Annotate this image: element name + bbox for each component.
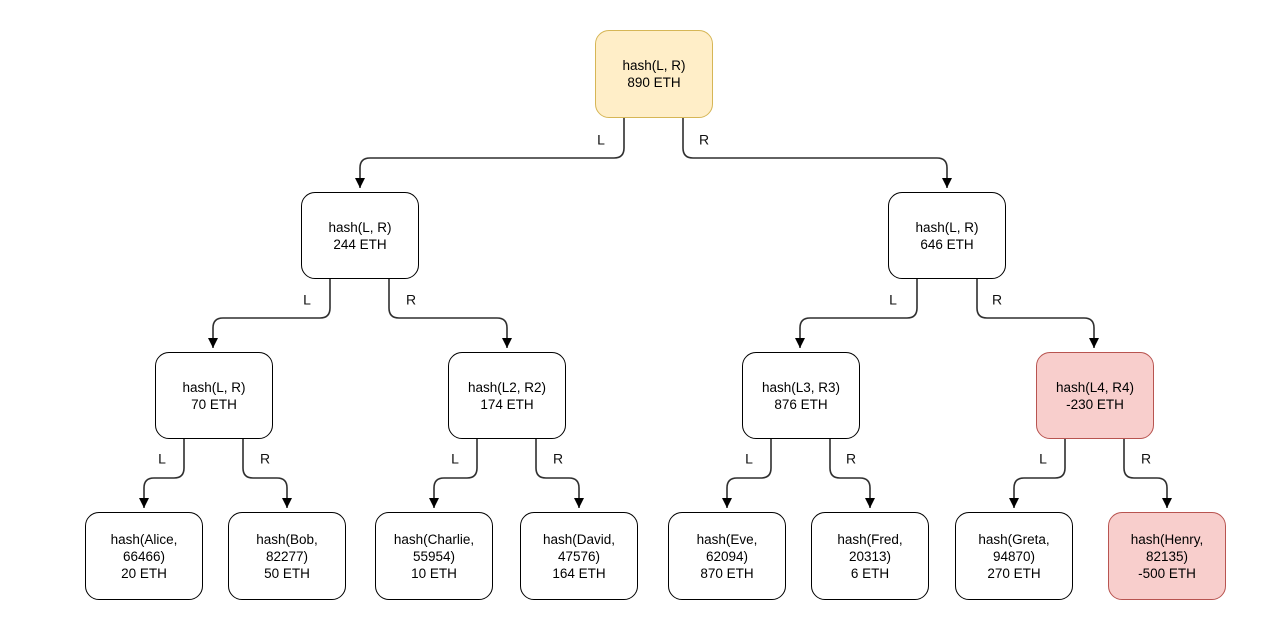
- edge-label: L: [743, 450, 755, 467]
- edge-label: L: [449, 450, 461, 467]
- edge-root-left: [355, 118, 625, 188]
- node-eth-value: 876 ETH: [774, 396, 828, 412]
- edge-label: R: [1138, 450, 1154, 467]
- edge-label: L: [887, 291, 899, 308]
- tree-node-branch-lr: hash(L2, R2) 174 ETH: [448, 352, 566, 439]
- edge-ll-right: [242, 439, 292, 508]
- node-eth-value: 270 ETH: [987, 565, 1041, 581]
- tree-node-branch-rl: hash(L3, R3) 876 ETH: [742, 352, 860, 439]
- node-hash-label: hash(L3, R3): [761, 379, 841, 395]
- tree-node-root: hash(L, R) 890 ETH: [595, 30, 713, 118]
- node-eth-value: -230 ETH: [1066, 396, 1124, 412]
- node-hash-label: hash(David, 47576): [542, 531, 616, 564]
- tree-node-branch-l: hash(L, R) 244 ETH: [301, 192, 419, 279]
- node-hash-label: hash(Henry, 82135): [1130, 531, 1204, 564]
- node-eth-value: 174 ETH: [480, 396, 534, 412]
- node-eth-value: 244 ETH: [333, 236, 387, 252]
- edge-label: L: [595, 131, 607, 148]
- node-eth-value: 6 ETH: [850, 565, 890, 581]
- node-hash-label: hash(L, R): [328, 219, 392, 235]
- edge-rl-right: [829, 439, 875, 508]
- node-eth-value: 164 ETH: [552, 565, 606, 581]
- edge-label: R: [257, 450, 273, 467]
- tree-node-leaf-bob: hash(Bob, 82277) 50 ETH: [228, 512, 346, 600]
- node-eth-value: 20 ETH: [121, 565, 167, 581]
- edge-rr-right: [1123, 439, 1172, 508]
- node-eth-value: 870 ETH: [700, 565, 754, 581]
- edge-label: L: [1037, 450, 1049, 467]
- edge-label: R: [696, 131, 712, 148]
- node-hash-label: hash(L2, R2): [467, 379, 547, 395]
- node-hash-label: hash(Greta, 94870): [978, 531, 1050, 564]
- edge-l-left: [208, 279, 331, 348]
- edge-r-left: [795, 279, 918, 348]
- edge-rr-left: [1009, 439, 1066, 508]
- edge-lr-right: [535, 439, 584, 508]
- edge-root-right: [682, 118, 952, 188]
- edge-l-right: [388, 279, 512, 348]
- tree-node-branch-rr: hash(L4, R4) -230 ETH: [1036, 352, 1154, 439]
- edge-label: L: [156, 450, 168, 467]
- node-hash-label: hash(L, R): [182, 379, 246, 395]
- edge-r-right: [976, 279, 1099, 348]
- node-hash-label: hash(Fred, 20313): [837, 531, 903, 564]
- node-eth-value: 70 ETH: [191, 396, 237, 412]
- node-eth-value: 10 ETH: [411, 565, 457, 581]
- tree-node-leaf-henry: hash(Henry, 82135) -500 ETH: [1108, 512, 1226, 600]
- tree-node-leaf-charlie: hash(Charlie, 55954) 10 ETH: [375, 512, 493, 600]
- tree-node-leaf-fred: hash(Fred, 20313) 6 ETH: [811, 512, 929, 600]
- edge-label: R: [989, 291, 1005, 308]
- node-hash-label: hash(Bob, 82277): [256, 531, 318, 564]
- node-hash-label: hash(L, R): [622, 58, 686, 73]
- edge-label: R: [403, 291, 419, 308]
- node-eth-value: 890 ETH: [627, 75, 681, 90]
- tree-node-branch-ll: hash(L, R) 70 ETH: [155, 352, 273, 439]
- edge-lr-left: [429, 439, 478, 508]
- edge-rl-left: [722, 439, 772, 508]
- tree-node-leaf-alice: hash(Alice, 66466) 20 ETH: [85, 512, 203, 600]
- node-hash-label: hash(Alice, 66466): [110, 531, 178, 564]
- node-eth-value: 646 ETH: [920, 236, 974, 252]
- edge-label: L: [301, 291, 313, 308]
- tree-node-leaf-eve: hash(Eve, 62094) 870 ETH: [668, 512, 786, 600]
- node-hash-label: hash(L4, R4): [1055, 379, 1135, 395]
- node-eth-value: 50 ETH: [264, 565, 310, 581]
- node-hash-label: hash(Eve, 62094): [696, 531, 758, 564]
- tree-node-leaf-david: hash(David, 47576) 164 ETH: [520, 512, 638, 600]
- node-hash-label: hash(Charlie, 55954): [393, 531, 475, 564]
- tree-node-branch-r: hash(L, R) 646 ETH: [888, 192, 1006, 279]
- tree-node-leaf-greta: hash(Greta, 94870) 270 ETH: [955, 512, 1073, 600]
- edge-ll-left: [139, 439, 185, 508]
- edge-label: R: [550, 450, 566, 467]
- edge-label: R: [843, 450, 859, 467]
- node-eth-value: -500 ETH: [1138, 565, 1196, 581]
- node-hash-label: hash(L, R): [915, 219, 979, 235]
